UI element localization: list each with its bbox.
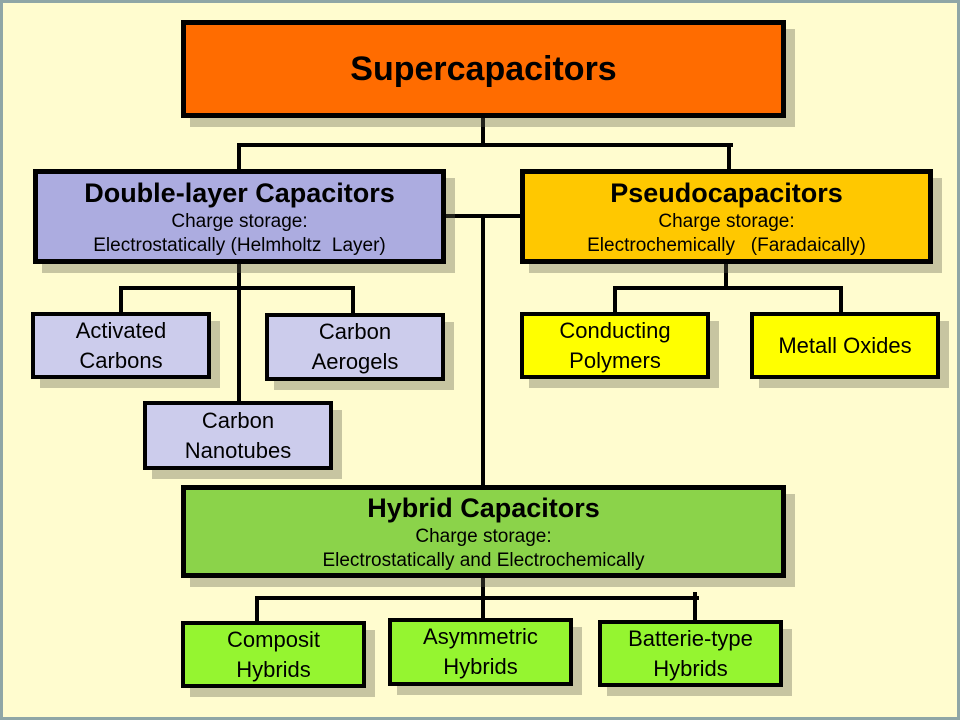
connector-to-batterie-type-hybrids <box>693 592 697 622</box>
node-batterie-type-hybrids: Batterie-type Hybrids <box>598 620 783 687</box>
connector-double-layer-rail <box>119 286 355 290</box>
node-subtitle: Charge storage: <box>171 210 308 232</box>
connector-pseudo-stem <box>724 262 728 290</box>
node-asymmetric-hybrids: Asymmetric Hybrids <box>388 618 573 686</box>
connector-pseudo-rail <box>613 286 843 290</box>
connector-center-to-hybrid <box>481 214 485 487</box>
node-title: Asymmetric Hybrids <box>423 624 538 679</box>
connector-double-layer-stem <box>237 262 241 403</box>
node-title: Metall Oxides <box>778 332 912 358</box>
node-title: Hybrid Capacitors <box>367 492 600 523</box>
node-activated-carbons: Activated Carbons <box>31 312 211 379</box>
node-title: Carbon Aerogels <box>311 319 399 374</box>
node-supercapacitors: Supercapacitors <box>181 20 786 118</box>
connector-to-activated-carbons <box>119 286 123 314</box>
node-conducting-polymers: Conducting Polymers <box>520 312 710 379</box>
node-subtitle: Electrostatically and Electrochemically <box>322 549 645 571</box>
node-title: Batterie-type Hybrids <box>628 625 753 681</box>
node-subtitle: Electrostatically (Helmholtz Layer) <box>93 234 386 256</box>
node-composit-hybrids: Composit Hybrids <box>181 621 366 688</box>
node-double-layer-capacitors: Double-layer Capacitors Charge storage: … <box>33 169 446 264</box>
node-hybrid-capacitors: Hybrid Capacitors Charge storage: Electr… <box>181 485 786 578</box>
node-title: Pseudocapacitors <box>610 177 843 208</box>
connector-root-to-double-layer <box>237 143 241 171</box>
connector-root-rail <box>237 143 733 147</box>
connector-to-carbon-aerogels <box>351 286 355 314</box>
node-subtitle: Charge storage: <box>658 210 795 232</box>
node-title: Carbon Nanotubes <box>184 407 292 463</box>
connector-to-metall-oxides <box>839 286 843 314</box>
connector-to-composit-hybrids <box>255 596 259 623</box>
node-title: Composit Hybrids <box>227 626 320 682</box>
node-pseudocapacitors: Pseudocapacitors Charge storage: Electro… <box>520 169 933 264</box>
connector-hybrid-rail <box>255 596 699 600</box>
node-title: Double-layer Capacitors <box>84 177 395 208</box>
node-title: Supercapacitors <box>350 50 617 88</box>
node-carbon-nanotubes: Carbon Nanotubes <box>143 401 333 470</box>
node-title: Activated Carbons <box>75 317 167 373</box>
connector-root-stem <box>481 117 485 147</box>
node-title: Conducting Polymers <box>559 317 671 373</box>
node-subtitle: Charge storage: <box>415 525 552 547</box>
node-carbon-aerogels: Carbon Aerogels <box>265 313 445 381</box>
node-metall-oxides: Metall Oxides <box>750 312 940 379</box>
connector-to-conducting-polymers <box>613 286 617 314</box>
connector-root-to-pseudocapacitors <box>727 143 731 171</box>
node-subtitle: Electrochemically (Faradaically) <box>587 234 866 256</box>
